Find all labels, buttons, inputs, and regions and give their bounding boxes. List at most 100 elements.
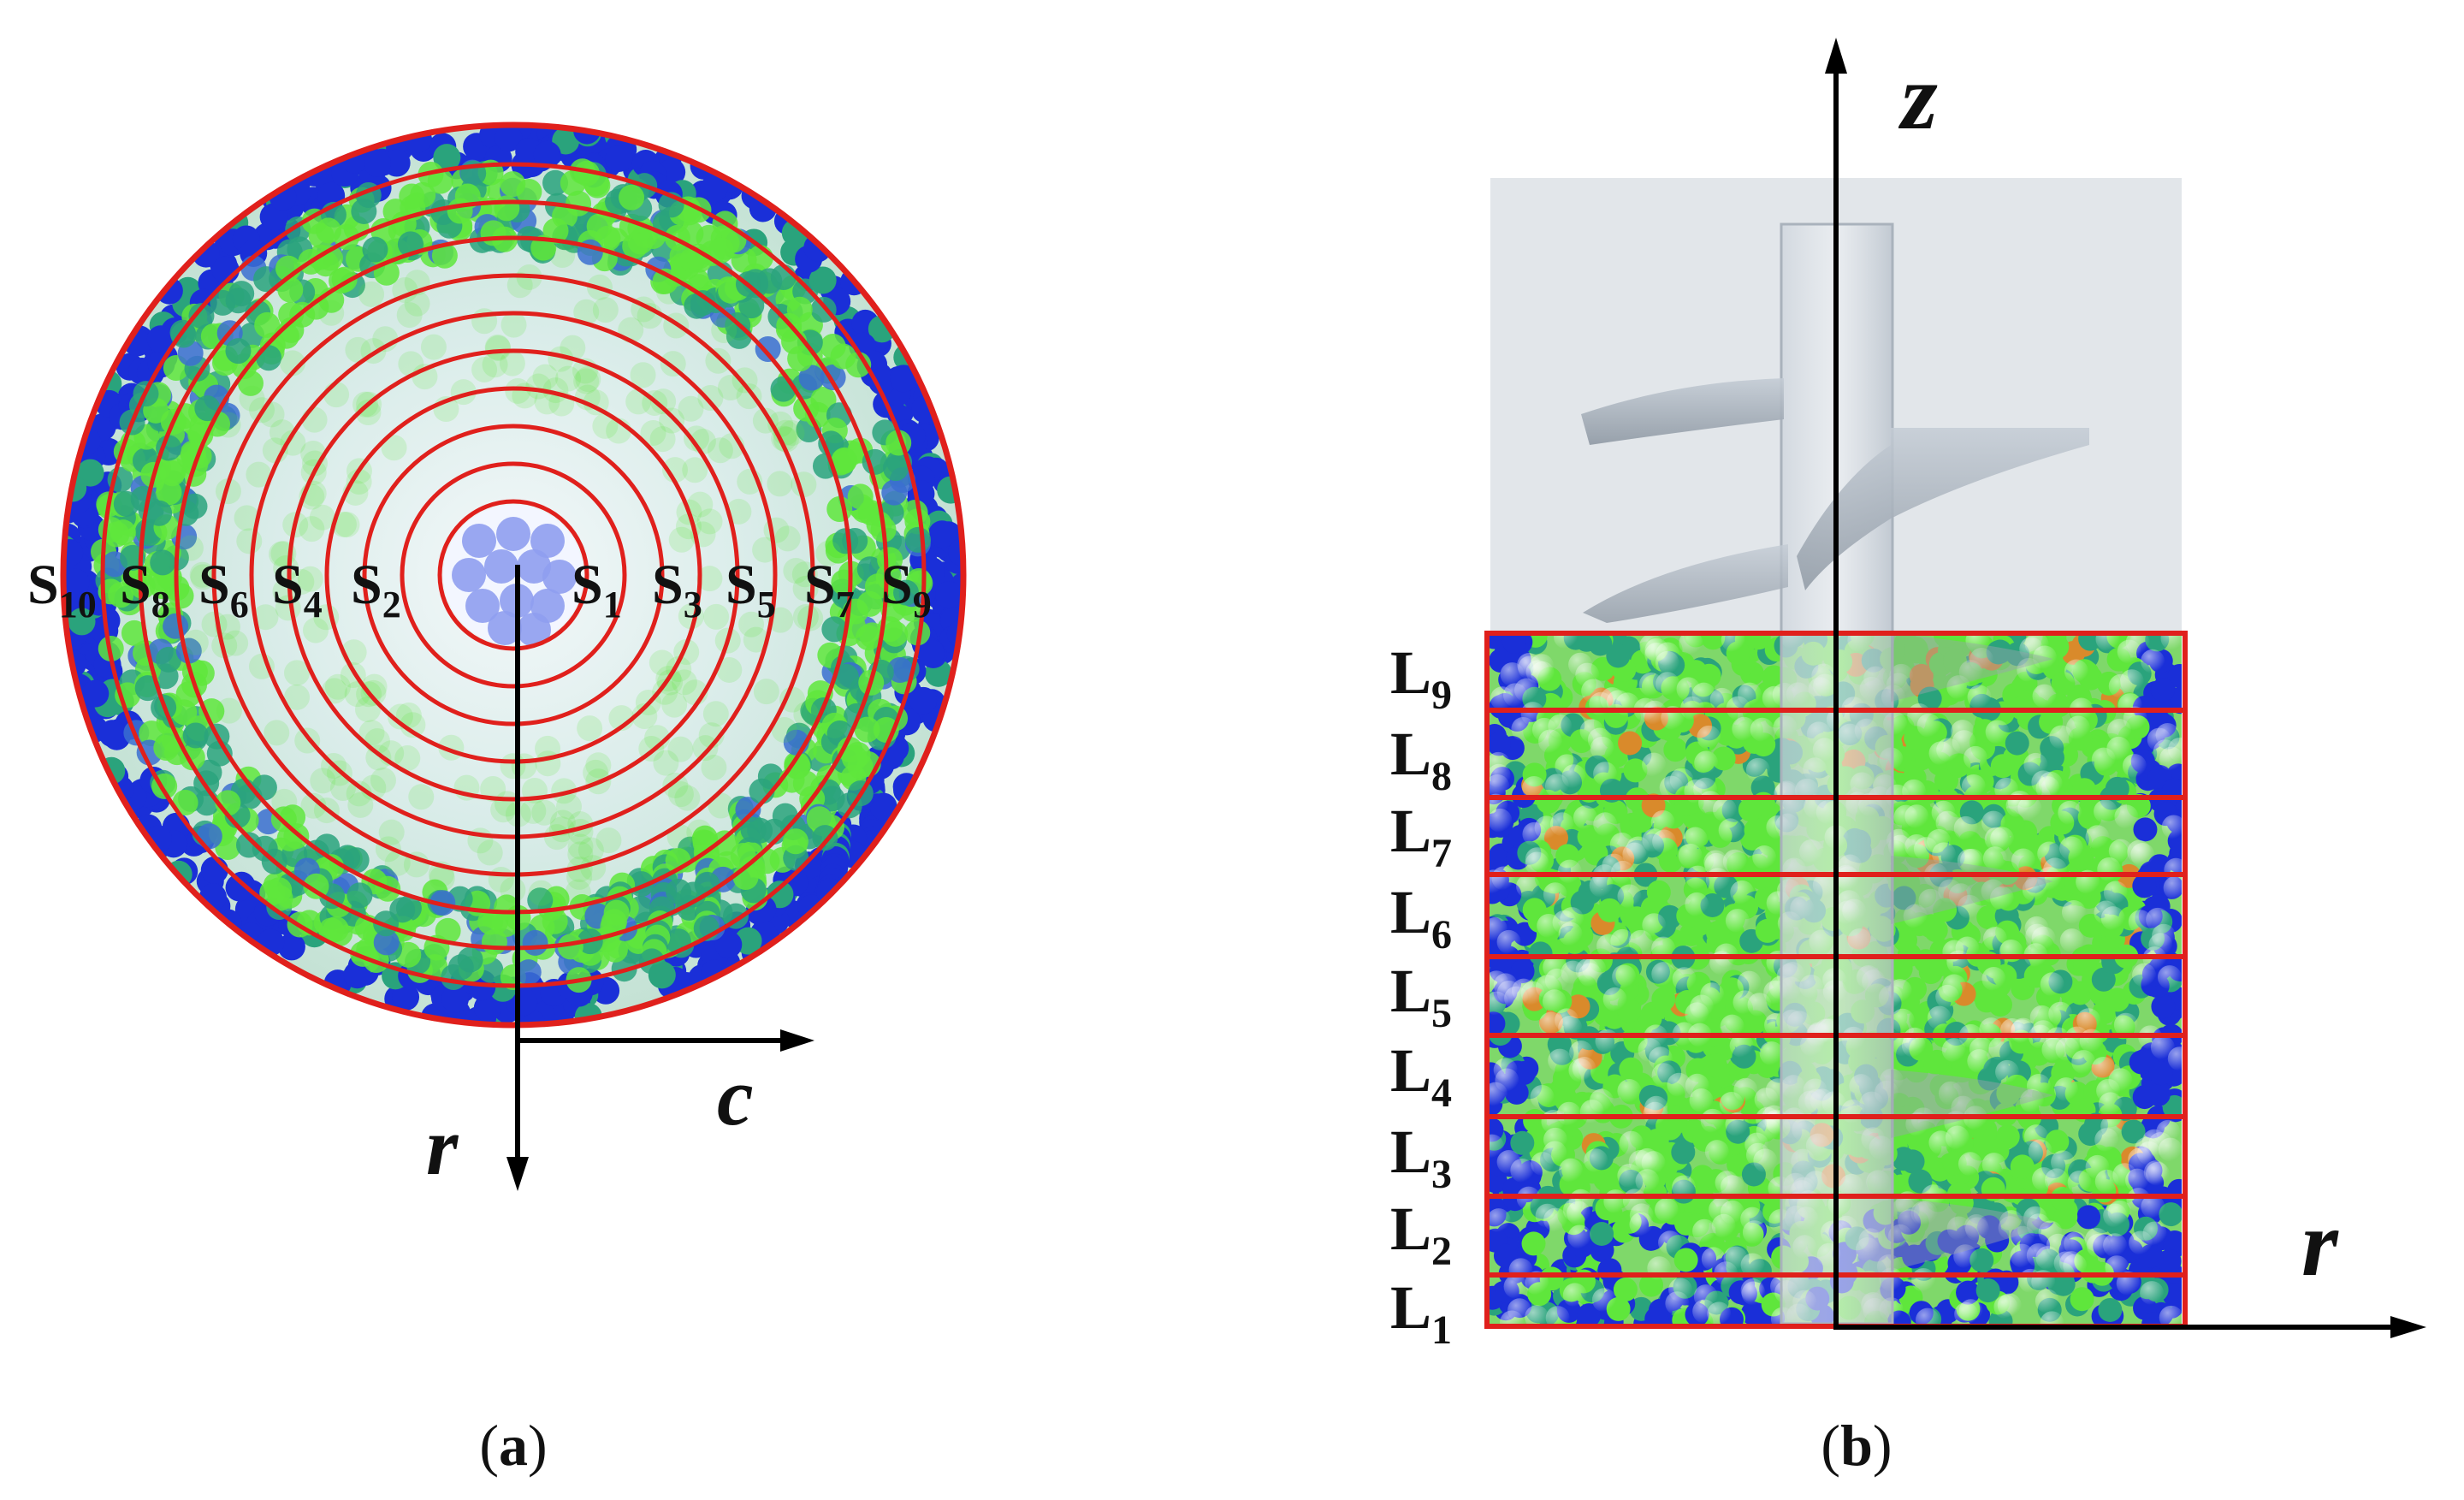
layer-label: L7: [1390, 797, 1452, 876]
bulk-particle: [542, 217, 569, 244]
section-ring: [287, 348, 740, 802]
wall-particle: [200, 856, 228, 884]
ghost-particle: [683, 425, 709, 452]
bed-particle: [2051, 1272, 2076, 1296]
bed-particle-highlight: [1489, 1134, 1504, 1159]
bed-particle-highlight: [1628, 929, 1653, 954]
ghost-particle: [560, 335, 586, 361]
ghost-particle: [701, 755, 727, 781]
bed-particle-highlight: [1567, 1224, 1592, 1249]
bed-particle-highlight: [2053, 1077, 2078, 1102]
bed-particle-highlight: [2019, 1088, 2044, 1113]
section-label: S6: [198, 554, 249, 625]
bulk-particle: [782, 828, 808, 855]
bed-particle: [1904, 636, 1928, 661]
section-ring: [400, 461, 627, 689]
bulk-particle: [303, 873, 329, 899]
bed-particle: [1638, 1005, 1662, 1030]
bulk-particle: [904, 526, 931, 553]
ghost-particle: [736, 383, 762, 410]
bed-particle-highlight: [1643, 1101, 1667, 1126]
bed-particle-highlight: [1690, 994, 1715, 1019]
core-particle: [465, 589, 500, 623]
ghost-particle: [400, 712, 426, 738]
bulk-particle: [431, 242, 458, 269]
ghost-particle: [505, 377, 531, 404]
bed-particle-highlight: [1936, 738, 1961, 762]
bed-particle-highlight: [1522, 821, 1547, 846]
ghost-particle: [662, 457, 689, 483]
bed-particle-highlight: [1692, 1218, 1717, 1243]
bed-particle-highlight: [2079, 1029, 2104, 1053]
panel-a-caption: (a): [479, 1413, 547, 1478]
section-label: S1: [572, 554, 622, 625]
ghost-particle: [280, 350, 306, 376]
bed-particle-highlight: [2126, 1188, 2151, 1212]
bulk-particle: [362, 236, 388, 263]
wall-particle: [928, 520, 957, 548]
layer-label: L6: [1390, 878, 1452, 958]
ghost-particle: [767, 471, 793, 497]
ghost-particle: [216, 697, 242, 724]
bed-particle: [1973, 1134, 1998, 1159]
bed-particle-highlight: [1548, 714, 1573, 738]
axes-b: z r: [1825, 38, 2426, 1338]
bed-particle-highlight: [2023, 1206, 2047, 1230]
section-label: S9: [881, 554, 932, 625]
bulk-particle: [685, 243, 712, 270]
bed-particle-highlight: [1890, 1008, 1915, 1033]
bed-particle: [2098, 1297, 2123, 1322]
ghost-particle: [297, 566, 323, 592]
bed-particle: [2121, 1119, 2146, 1144]
bed-particle-highlight: [2103, 1233, 2128, 1258]
ghost-particle: [355, 400, 382, 426]
bed-particle-highlight: [2161, 815, 2182, 839]
bed-particle-highlight: [1603, 1189, 1628, 1214]
bed-particle-highlight: [2107, 1200, 2132, 1224]
bulk-particle: [855, 625, 881, 651]
ghost-particle: [650, 388, 677, 415]
ghost-particle: [815, 540, 842, 566]
bed-particle-highlight: [1591, 1288, 1616, 1313]
bed-particle-highlight: [2017, 796, 2042, 821]
bulk-particle: [346, 882, 373, 909]
bed-particle-highlight: [2108, 839, 2133, 863]
bed-particle: [1740, 1301, 1765, 1325]
bed-particle-highlight: [1935, 810, 1960, 835]
ghost-particle: [738, 611, 765, 637]
bulk-particle: [819, 786, 845, 812]
ghost-particle: [548, 816, 575, 843]
bed-particle-highlight: [1658, 1230, 1683, 1255]
ghost-particle: [396, 302, 423, 329]
bed-particle-highlight: [1651, 962, 1676, 987]
ghost-particle: [702, 701, 729, 727]
bed-particle-highlight: [2058, 800, 2082, 825]
bulk-particle: [267, 885, 293, 911]
bed-particle-highlight: [1948, 883, 1973, 908]
bed-particle-highlight: [2035, 1289, 2059, 1313]
section-label: S10: [27, 554, 97, 625]
bed-particle-highlight: [1892, 1197, 1916, 1222]
section-ring: [324, 386, 702, 764]
bed-particle-highlight: [1558, 922, 1583, 946]
bed-particle-highlight: [1985, 720, 2010, 744]
ghost-particle: [783, 557, 809, 584]
bed-particle-highlight: [2106, 736, 2131, 761]
disc-a: [64, 126, 962, 1024]
bed-particle-highlight: [2157, 965, 2182, 990]
bed-particle-highlight: [1504, 986, 1529, 1011]
bulk-particle: [156, 646, 182, 673]
bed-particle-highlight: [2059, 836, 2084, 861]
ghost-particle: [779, 686, 806, 713]
wall-particle: [935, 581, 962, 609]
ghost-particle: [408, 784, 435, 810]
ghost-particle: [404, 290, 430, 317]
bed-particle-highlight: [1610, 928, 1635, 953]
bulk-particle: [130, 485, 157, 512]
bed-particle-highlight: [1700, 1108, 1725, 1133]
bed-particle-highlight: [2026, 1242, 2051, 1267]
ghost-particle: [595, 827, 622, 854]
bulk-particle: [542, 169, 569, 196]
bed-particle-highlight: [1654, 1198, 1679, 1223]
bed-particle-highlight: [1549, 812, 1574, 837]
